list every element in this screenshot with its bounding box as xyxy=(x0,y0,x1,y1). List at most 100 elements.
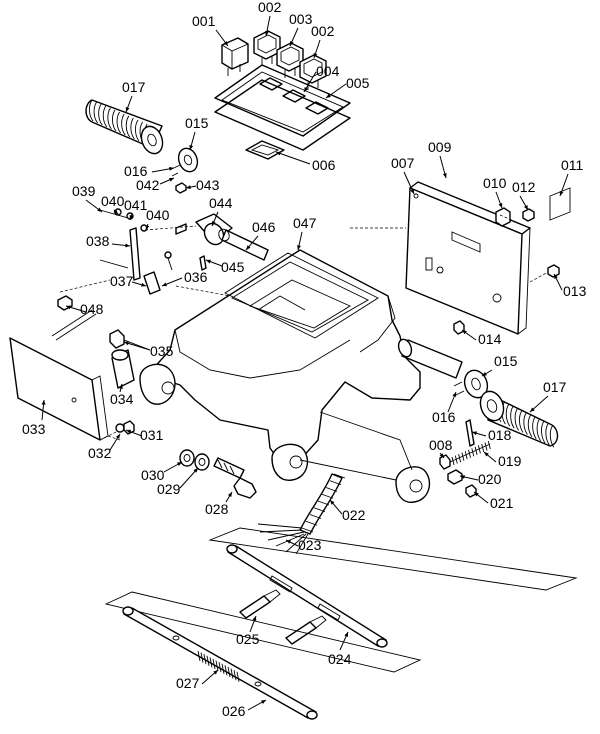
tube-right xyxy=(397,338,463,379)
arrowhead-019 xyxy=(484,452,489,457)
callout-035: 035 xyxy=(150,343,174,359)
callout-004: 004 xyxy=(316,63,340,79)
spring-027 xyxy=(197,650,240,682)
bolt-028 xyxy=(213,457,257,499)
callout-016a: 016 xyxy=(124,163,148,179)
arrowhead-017b xyxy=(530,407,535,412)
arrowhead-022 xyxy=(330,500,335,505)
callout-012: 012 xyxy=(512,179,536,195)
arrowhead-043 xyxy=(186,185,191,190)
arrowhead-040b xyxy=(145,225,150,230)
arrowhead-021 xyxy=(474,492,479,497)
washer-015-right xyxy=(463,369,489,399)
link-038 xyxy=(129,227,141,281)
callout-011: 011 xyxy=(561,157,584,173)
rocker-switch-002a xyxy=(253,30,281,66)
switch-cover-006 xyxy=(245,140,285,160)
washer-031 xyxy=(115,423,125,433)
callout-017b: 017 xyxy=(543,379,567,395)
arrowhead-013 xyxy=(554,274,558,279)
arrowhead-029 xyxy=(193,468,198,473)
nut-012 xyxy=(522,208,535,222)
arrowhead-034 xyxy=(118,384,123,389)
arrowhead-041 xyxy=(129,215,134,220)
callout-029: 029 xyxy=(157,481,181,497)
spring-019 xyxy=(449,440,491,466)
arrowhead-047 xyxy=(297,245,301,250)
nut-032 xyxy=(123,420,135,435)
pin-016-left xyxy=(171,164,181,177)
pin-018 xyxy=(465,419,475,447)
arrowhead-035 xyxy=(124,341,129,346)
callout-026: 026 xyxy=(222,703,246,719)
arrowhead-014 xyxy=(462,330,467,335)
arrowhead-033 xyxy=(41,400,46,405)
switch-001 xyxy=(221,37,249,76)
arrowhead-026 xyxy=(261,700,266,704)
cable-sleeve-022 xyxy=(299,473,346,535)
arrowhead-007 xyxy=(410,189,414,194)
pin-016-right xyxy=(453,381,465,396)
mounting-plate-033 xyxy=(9,279,121,441)
callout-042: 042 xyxy=(136,177,160,193)
callout-006: 006 xyxy=(312,157,336,173)
callout-013: 013 xyxy=(563,283,587,299)
callout-040b: 040 xyxy=(146,207,170,223)
callout-037: 037 xyxy=(110,273,134,289)
arrowhead-012 xyxy=(524,205,528,210)
callout-015a: 015 xyxy=(185,115,209,131)
nut-014 xyxy=(453,320,465,335)
callout-001: 001 xyxy=(192,13,216,29)
handle-grip-017-left xyxy=(85,99,164,155)
arrowhead-010 xyxy=(498,203,503,208)
callout-023: 023 xyxy=(298,537,322,553)
arrowhead-044 xyxy=(212,221,216,226)
callout-018: 018 xyxy=(488,427,512,443)
arrowhead-015a xyxy=(189,145,194,150)
arrowhead-042 xyxy=(169,178,174,182)
arrowhead-009 xyxy=(442,173,447,178)
callout-008: 008 xyxy=(429,437,453,453)
leader-006 xyxy=(275,151,311,165)
callout-003: 003 xyxy=(289,11,313,27)
arrowhead-046 xyxy=(246,245,251,250)
arrowhead-002b xyxy=(313,53,318,58)
washer-030 xyxy=(179,449,195,467)
wires-023 xyxy=(257,523,309,555)
nut-013 xyxy=(547,264,560,278)
callout-030: 030 xyxy=(141,467,165,483)
arrowhead-040a xyxy=(113,209,118,214)
callout-028: 028 xyxy=(205,501,229,517)
callout-017a: 017 xyxy=(122,79,146,95)
callout-039: 039 xyxy=(72,183,96,199)
callout-038: 038 xyxy=(86,233,110,249)
switch-gasket-004 xyxy=(214,79,351,151)
ground-plane-upper xyxy=(208,527,578,591)
arrowhead-016a xyxy=(169,166,174,171)
callout-041: 041 xyxy=(124,197,148,213)
callout-047: 047 xyxy=(293,215,317,231)
arrowhead-002a xyxy=(264,31,269,36)
callout-016b: 016 xyxy=(432,409,456,425)
callout-027: 027 xyxy=(176,675,200,691)
callout-040a: 040 xyxy=(101,193,125,209)
washer-020 xyxy=(447,469,463,485)
callout-019: 019 xyxy=(498,453,522,469)
arrowhead-048 xyxy=(66,305,71,310)
arrowhead-027 xyxy=(213,670,218,675)
arrowhead-031 xyxy=(126,429,131,434)
tube-046 xyxy=(221,229,269,261)
clip-043 xyxy=(175,182,187,194)
callout-045: 045 xyxy=(221,259,245,275)
plate-036 xyxy=(143,271,161,295)
arrowhead-036 xyxy=(162,282,167,287)
callout-033: 033 xyxy=(22,421,46,437)
arrowhead-017a xyxy=(125,107,130,112)
pins-025 xyxy=(239,589,327,645)
arrowhead-039 xyxy=(97,207,102,212)
washer-029 xyxy=(194,453,210,471)
callout-007: 007 xyxy=(391,155,415,171)
arrowhead-024 xyxy=(344,632,348,637)
callout-022: 022 xyxy=(342,507,366,523)
